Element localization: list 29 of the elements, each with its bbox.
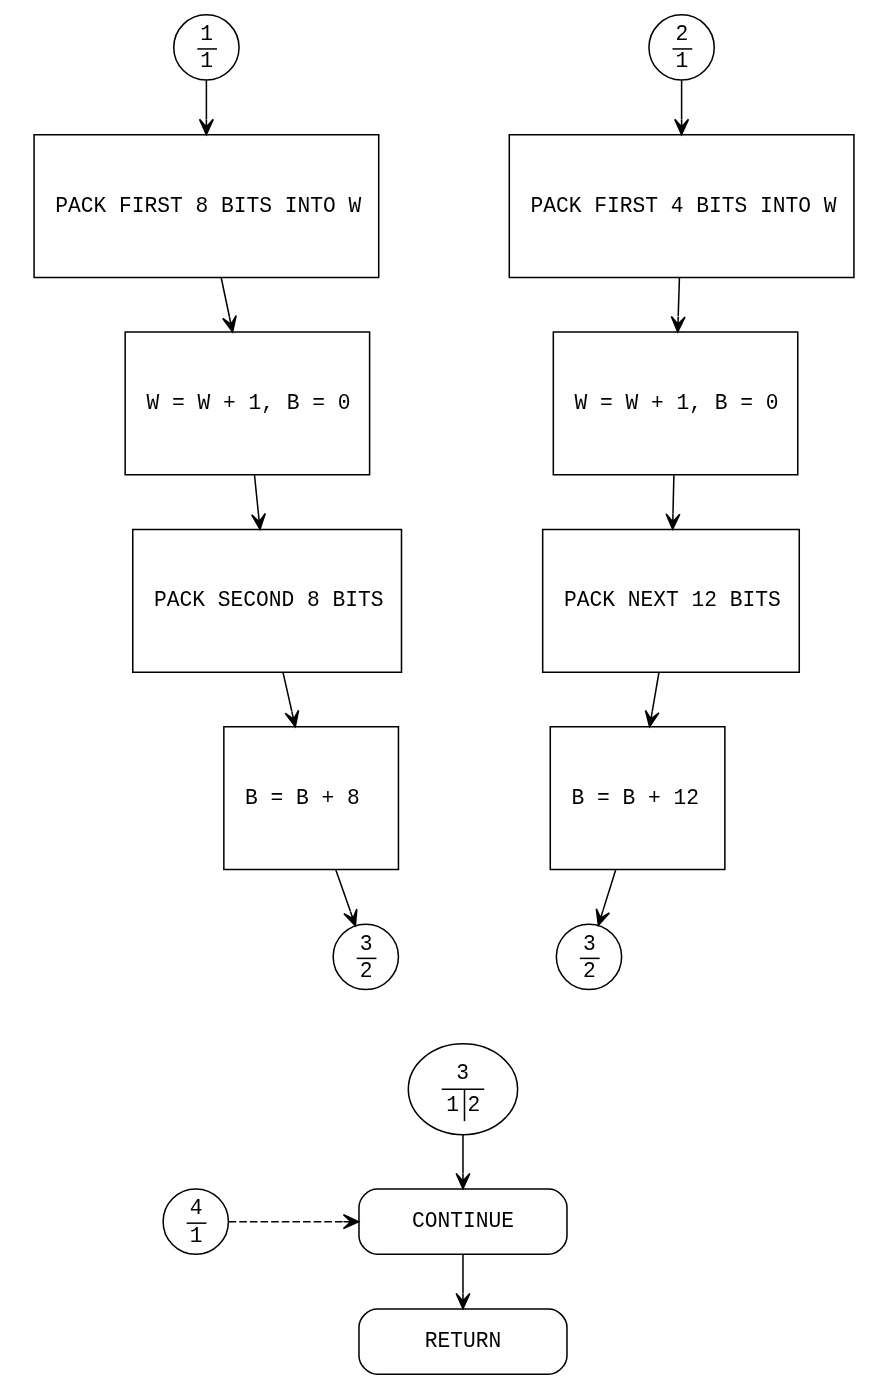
- node-circle: 3 2: [331, 923, 399, 991]
- arrow: [670, 277, 686, 333]
- arrow: [454, 1133, 471, 1190]
- node-box: B = B + 12: [549, 726, 726, 871]
- node-box: PACK FIRST 8 BITS INTO W: [32, 133, 379, 279]
- node-box: W = W + 1, B = 0: [123, 331, 370, 476]
- node-circle: 1 1: [172, 14, 240, 81]
- node-box: PACK SECOND 8 BITS: [131, 528, 402, 673]
- node-box: PACK FIRST 4 BITS INTO W: [508, 133, 855, 279]
- arrow: [227, 1214, 359, 1230]
- node-circle: 3 2: [555, 923, 622, 991]
- node-circle: 2 1: [647, 14, 715, 81]
- arrow: [673, 79, 689, 136]
- node-box: B = B + 8: [222, 726, 399, 871]
- arrow: [281, 671, 299, 728]
- arrow: [198, 79, 214, 136]
- node-box: CONTINUE: [357, 1188, 568, 1256]
- arrow: [250, 474, 266, 530]
- arrow: [219, 277, 237, 333]
- node-ellipse: 3 1 2: [407, 1043, 518, 1136]
- arrow: [595, 869, 616, 927]
- node-box: PACK NEXT 12 BITS: [541, 528, 800, 673]
- node-box: RETURN: [357, 1308, 568, 1375]
- node-circle: 4 1: [161, 1188, 229, 1256]
- arrow: [644, 671, 660, 728]
- node-box: W = W + 1, B = 0: [552, 331, 798, 476]
- arrow: [334, 869, 358, 927]
- arrow: [454, 1253, 471, 1310]
- arrow: [664, 474, 681, 530]
